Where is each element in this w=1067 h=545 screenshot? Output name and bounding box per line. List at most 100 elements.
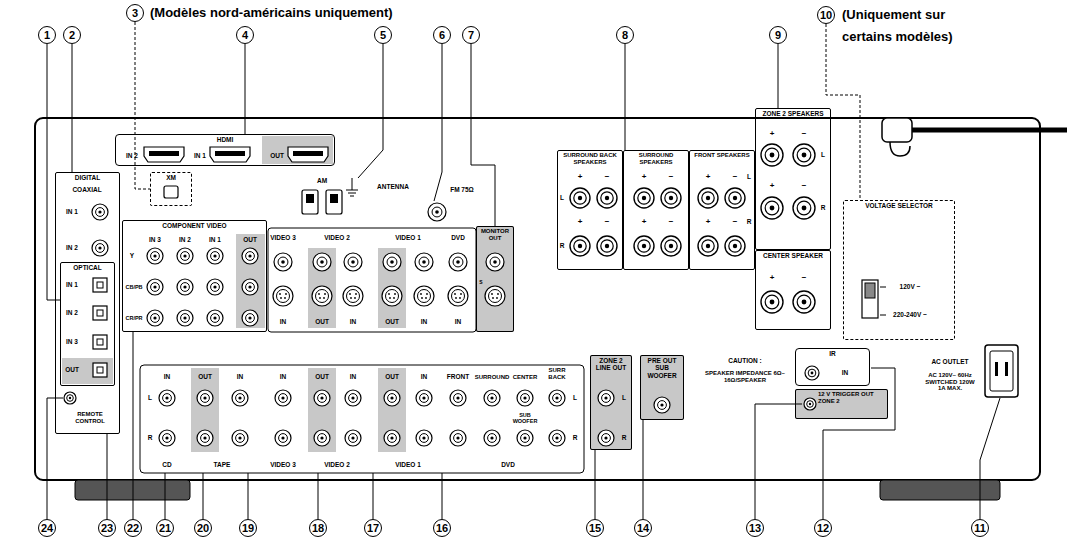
s-video-jack-pin (389, 297, 391, 299)
label-text: DVD (501, 461, 515, 468)
leader-line (203, 473, 204, 519)
audio-jack (517, 390, 533, 406)
speaker-terminal (661, 236, 681, 256)
component-jack (177, 279, 193, 295)
panel-label: IN (350, 318, 357, 325)
panel-label: + (770, 181, 775, 190)
callout-number: 16 (433, 519, 451, 537)
label-text: + (706, 217, 711, 226)
label-text: + (642, 217, 647, 226)
section-title: IR (798, 350, 867, 357)
speaker-terminal-cap (797, 201, 811, 215)
panel-label: R (148, 434, 153, 441)
label-text: 2 (69, 29, 75, 42)
power-cord (912, 128, 1067, 133)
speaker-terminal-cap (638, 192, 650, 204)
label-text: VIDEO 3 (270, 461, 296, 468)
label-text: − (802, 129, 807, 138)
section-title: DIGITAL (58, 174, 117, 181)
panel-label: OUT (315, 318, 329, 325)
panel-label: − (802, 129, 807, 138)
panel-label: 120V ~ (900, 283, 921, 290)
component-jack-ring (181, 252, 190, 261)
composite-jack-pin (351, 260, 355, 264)
panel-label: L (747, 173, 751, 180)
label-text: VIDEO 1 (395, 461, 421, 468)
panel-label: OUT (315, 373, 329, 380)
speaker-terminal-hole (605, 196, 609, 200)
component-jack (207, 310, 223, 326)
label-text: IN (842, 369, 849, 376)
label-text: L (622, 394, 626, 401)
xm-port (164, 186, 178, 198)
speaker-terminal (761, 291, 783, 313)
component-jack-pin (213, 254, 216, 257)
component-jack-pin (248, 254, 251, 257)
label-text: IN 3 (149, 236, 161, 243)
component-jack (177, 310, 193, 326)
s-video-jack (343, 286, 363, 306)
remote-jack (64, 392, 76, 404)
speaker-terminal-hole (770, 300, 775, 305)
label-text: IN (280, 373, 287, 380)
s-video-jack-pin (455, 297, 457, 299)
panel-section-box: MONITOR OUT (476, 226, 514, 332)
label-text: + (706, 172, 711, 181)
label-text: R (560, 242, 565, 249)
s-video-jack-pin (355, 293, 357, 295)
component-jack-ring (151, 252, 160, 261)
panel-label: L (148, 394, 152, 401)
component-jack-pin (183, 285, 186, 288)
panel-label: COAXIAL (72, 186, 101, 193)
panel-section-box: VOLTAGE SELECTOR (843, 200, 955, 340)
speaker-terminal-cap (729, 192, 741, 204)
panel-label: TAPE (214, 461, 231, 468)
component-jack-ring (151, 314, 160, 323)
audio-jack-pin (390, 396, 393, 399)
panel-section-box: ZONE 2 SPEAKERS (755, 108, 831, 250)
coaxial-jack-pin (98, 246, 101, 249)
panel-label: SUB WOOFER (511, 412, 539, 425)
speaker-terminal-cap (797, 148, 811, 162)
s-video-jack-pin (492, 297, 494, 299)
audio-jack-pin (390, 436, 393, 439)
speaker-terminal-hole (605, 244, 609, 248)
s-video-jack-ring (418, 290, 431, 303)
label-text: (Modèles nord-américains uniquement) (150, 5, 393, 20)
optical-port-door (97, 282, 103, 288)
audio-jack-ring (349, 434, 358, 443)
s-video-jack-pin (323, 297, 325, 299)
audio-jack-pin (203, 436, 206, 439)
output-shading (590, 355, 632, 450)
label-text: IN 2 (179, 236, 191, 243)
section-title: VOLTAGE SELECTOR (846, 202, 952, 209)
panel-section-box: CENTER SPEAKER (755, 250, 831, 330)
hdmi-port (144, 147, 184, 162)
output-shading (476, 226, 514, 332)
audio-jack-pin (238, 436, 241, 439)
label-text: + (770, 273, 775, 282)
label-text: 18 (312, 522, 324, 535)
label-text: SPEAKER IMPEDANCE 6Ω–16Ω/SPEAKER (705, 370, 785, 383)
component-jack-pin (213, 285, 216, 288)
component-jack-ring (211, 314, 220, 323)
label-text: − (802, 273, 807, 282)
hdmi-port (210, 147, 250, 162)
remote-jack-pin (69, 397, 71, 399)
hdmi-port-pins (215, 151, 245, 156)
composite-jack-ring (317, 257, 327, 267)
s-video-jack (448, 286, 468, 306)
panel-label: IN (350, 373, 357, 380)
callout-number: 23 (98, 519, 116, 537)
panel-label: + (642, 217, 647, 226)
label-text: 15 (589, 522, 601, 535)
panel-label: IN 1 (209, 236, 221, 243)
label-text: 21 (159, 522, 171, 535)
speaker-terminal-hole (706, 196, 710, 200)
zone2-line-jack (598, 390, 614, 406)
speaker-terminal (793, 144, 815, 166)
am-clip (302, 190, 318, 214)
audio-section-outline (140, 365, 584, 473)
audio-jack (159, 430, 175, 446)
label-text: IN 1 (194, 152, 206, 159)
